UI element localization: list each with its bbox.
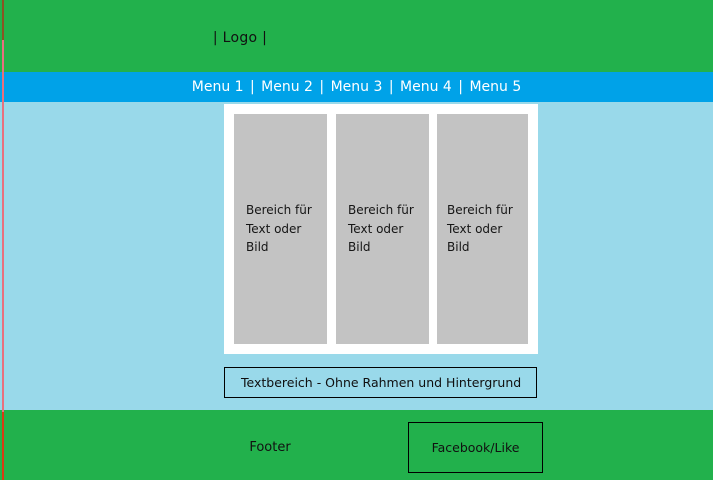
footer-label: Footer [249,440,291,455]
left-guide-rule-bottom-segment [2,412,4,480]
menu-separator: | [458,79,463,95]
content-column-1[interactable]: Bereich für Text oder Bild [234,114,327,344]
footer-band [0,410,713,480]
menu-item-1[interactable]: Menu 1 [191,79,244,95]
left-guide-rule-top-segment [2,0,4,40]
left-guide-rule [2,0,4,480]
facebook-like-label: Facebook/Like [431,440,520,455]
menu-bar: Menu 1 | Menu 2 | Menu 3 | Menu 4 | Menu… [0,79,713,95]
menu-band [0,72,713,102]
menu-item-3[interactable]: Menu 3 [330,79,383,95]
menu-item-4[interactable]: Menu 4 [400,79,452,95]
content-column-2-label: Bereich für Text oder Bild [348,203,414,255]
content-column-3[interactable]: Bereich für Text oder Bild [437,114,528,344]
text-area-label: Textbereich - Ohne Rahmen und Hintergrun… [241,375,522,390]
menu-separator: | [319,79,325,95]
logo-placeholder: | Logo | [212,30,268,46]
facebook-like-box[interactable]: Facebook/Like [408,422,543,473]
menu-item-2[interactable]: Menu 2 [261,79,313,95]
header-band [0,0,713,72]
content-column-1-label: Bereich für Text oder Bild [246,203,312,255]
text-area-box[interactable]: Textbereich - Ohne Rahmen und Hintergrun… [224,367,537,398]
menu-separator: | [388,79,394,95]
menu-item-5[interactable]: Menu 5 [469,79,522,95]
content-column-3-label: Bereich für Text oder Bild [447,203,513,255]
menu-separator: | [250,79,255,95]
content-column-2[interactable]: Bereich für Text oder Bild [336,114,429,344]
